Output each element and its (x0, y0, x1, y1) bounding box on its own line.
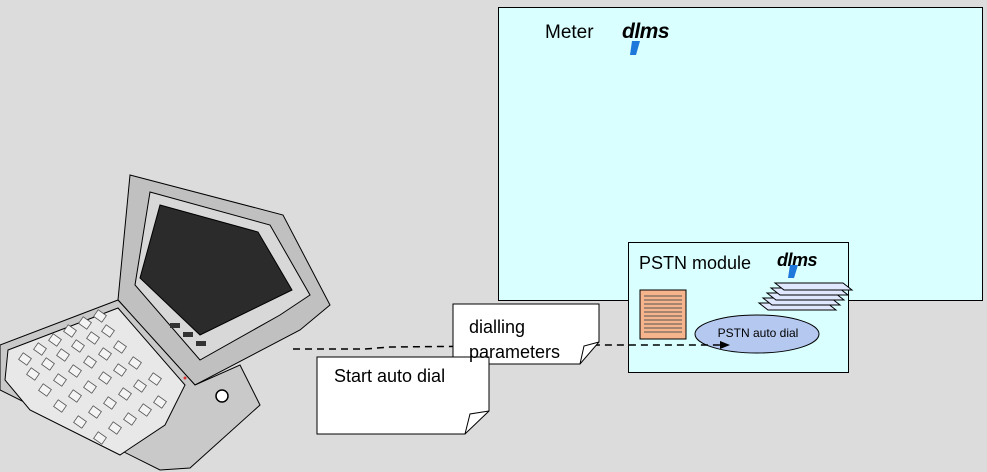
start-auto-dial-note (316, 356, 490, 435)
meter-label: Meter (545, 22, 594, 43)
dialling-label-line1: dialling (469, 317, 526, 337)
data-stack-icon (757, 282, 854, 311)
arrow-head (720, 341, 730, 349)
meter-dlms-logo: dlms (622, 20, 670, 44)
pstn-auto-dial-label: PSTN auto dial (717, 326, 799, 340)
pstn-module-label: PSTN module (639, 253, 752, 273)
connection-line (293, 344, 720, 350)
dlms-logo-text: dlms (777, 250, 818, 270)
dialling-parameters-note (452, 303, 600, 365)
pstn-dlms-accent (788, 265, 798, 278)
laptop-icon (0, 174, 331, 471)
pstn-dlms-logo: dlms (777, 250, 818, 271)
register-sheet-icon (639, 289, 687, 340)
start-auto-dial-label: Start auto dial (334, 366, 446, 386)
dlms-logo-text: dlms (622, 20, 670, 43)
meter-dlms-accent (630, 41, 640, 55)
dialling-label-line2: parameters (469, 342, 561, 362)
